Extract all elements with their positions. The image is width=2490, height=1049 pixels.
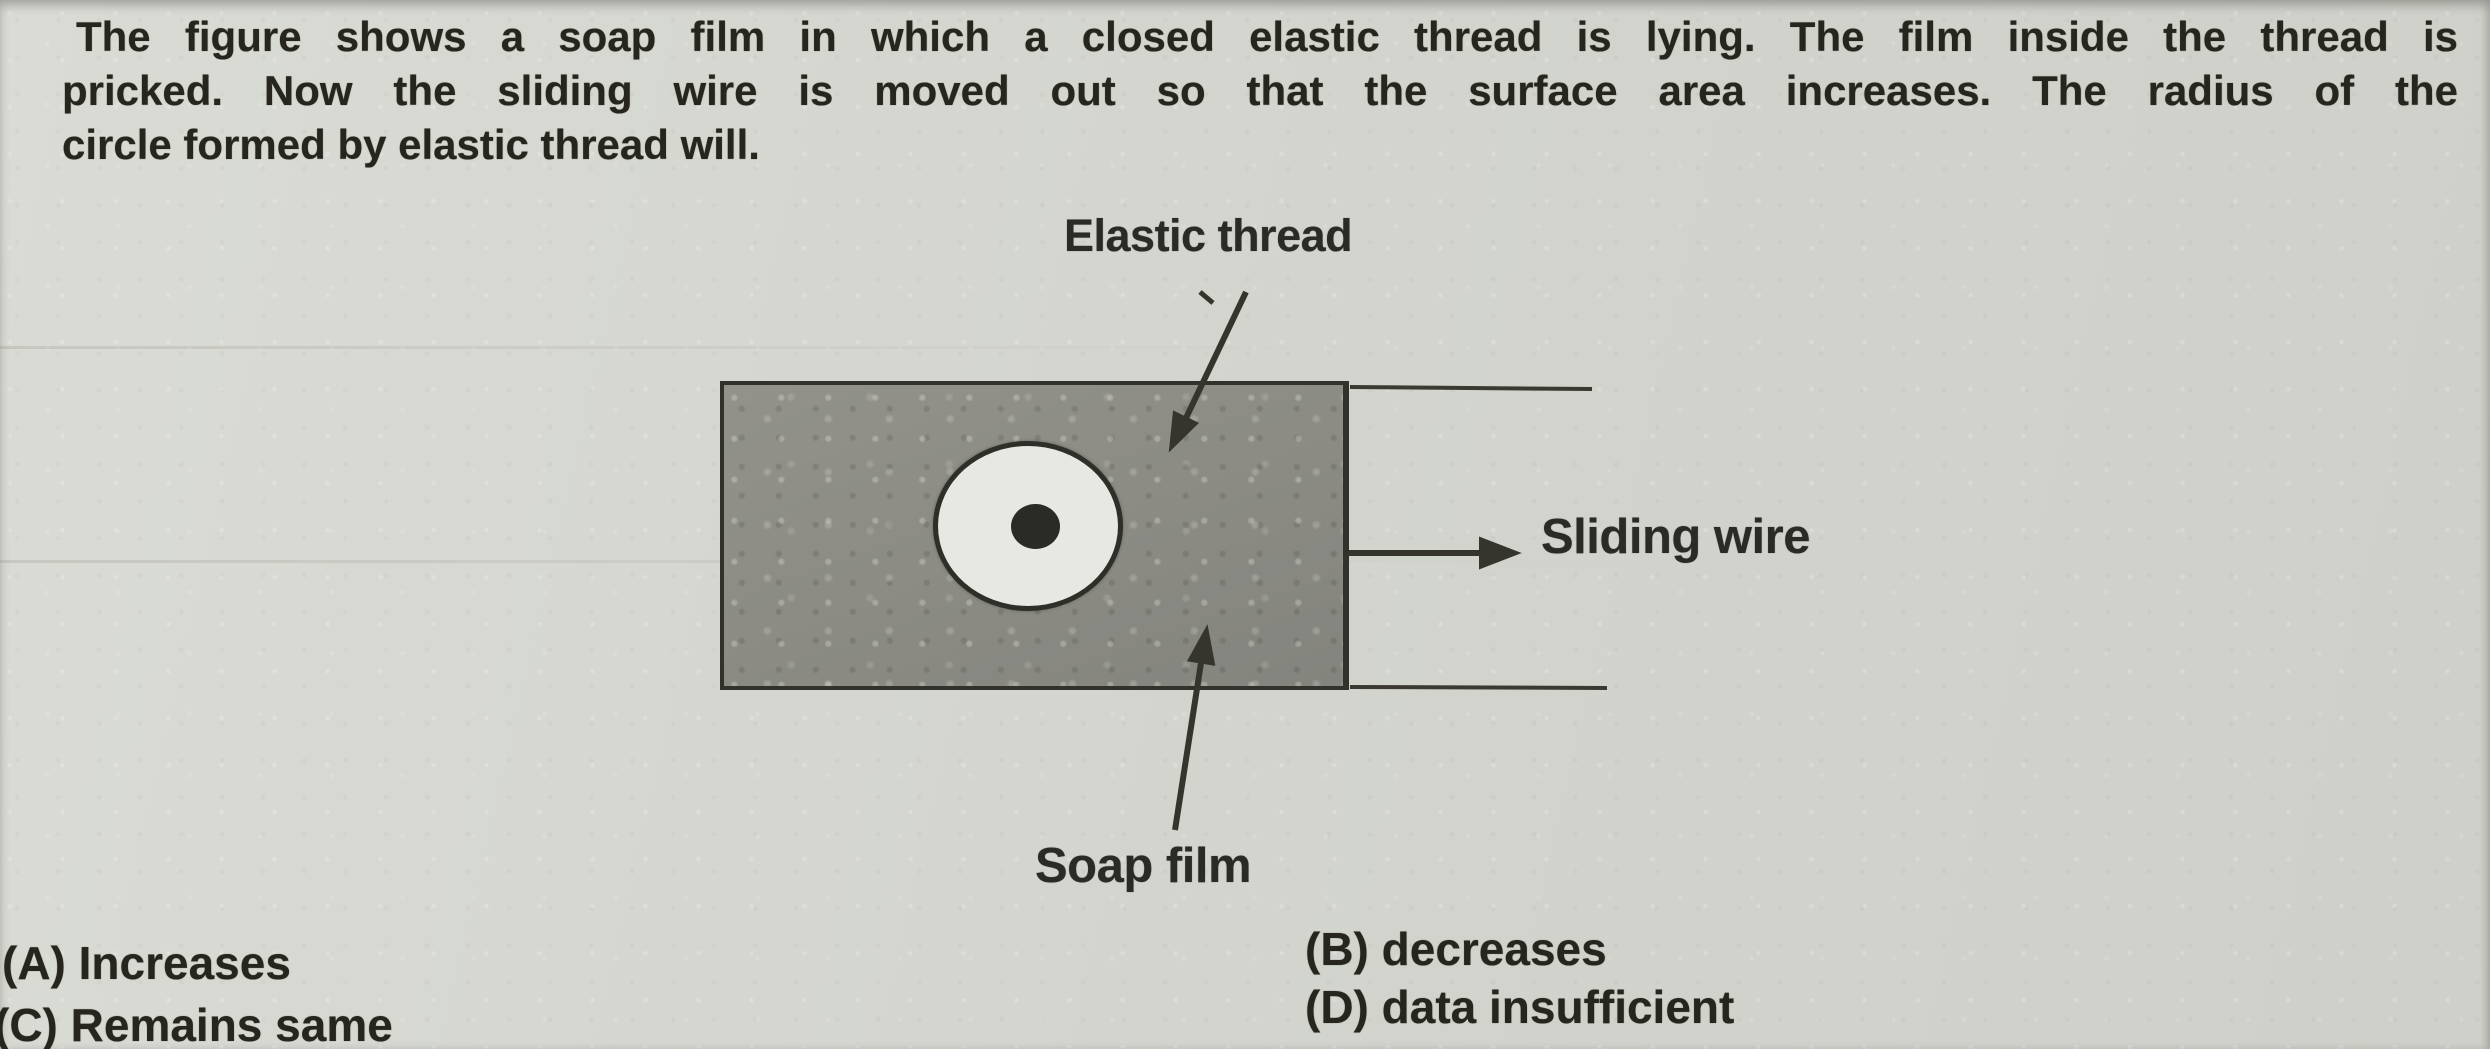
option-c: (C) Remains same bbox=[0, 999, 393, 1049]
question-line-3: circle formed by elastic thread will. bbox=[62, 121, 760, 168]
bottom-frame-wire bbox=[1349, 685, 1608, 690]
center-dot bbox=[1011, 504, 1060, 549]
paper-crease bbox=[0, 346, 1400, 349]
question-line-2: pricked. Now the sliding wire is moved o… bbox=[62, 67, 2458, 114]
elastic-thread-label: Elastic thread bbox=[1064, 210, 1353, 261]
option-a: (A) Increases bbox=[2, 937, 291, 989]
question-text: The figure shows a soap film in which a … bbox=[62, 10, 2458, 172]
option-d: (D) data insufficient bbox=[1305, 981, 1735, 1033]
top-frame-wire bbox=[1349, 385, 1593, 391]
soap-film-label: Soap film bbox=[1035, 839, 1252, 893]
sliding-wire-arrow bbox=[1349, 536, 1522, 570]
sliding-wire-label: Sliding wire bbox=[1541, 510, 1810, 564]
option-b: (B) decreases bbox=[1305, 923, 1607, 975]
question-line-1: The figure shows a soap film in which a … bbox=[76, 13, 2458, 60]
